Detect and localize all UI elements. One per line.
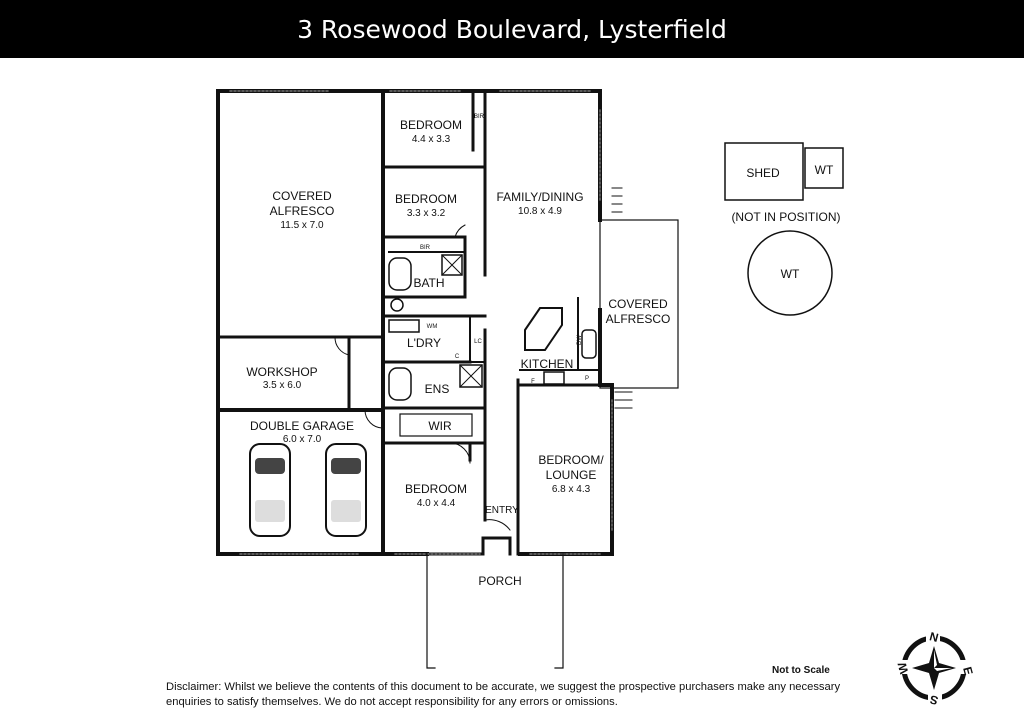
workshop-dims: 3.5 x 6.0 (263, 380, 302, 391)
kitchen-island (524, 307, 563, 351)
alfresco-right-label-2: ALFRESCO (606, 312, 671, 326)
compass-e: E (960, 665, 976, 676)
bath-wall (381, 235, 467, 299)
workshop-label: WORKSHOP (246, 365, 317, 379)
alfresco-left-label-2: ALFRESCO (270, 204, 335, 218)
window-marks (229, 90, 613, 555)
c-label: C (455, 354, 460, 360)
compass-rose-icon: N E S W (895, 629, 976, 708)
p-label: P (585, 376, 589, 382)
wt-small-outline (804, 147, 844, 189)
shed-outline (724, 142, 804, 201)
bedroom-mid-dims: 3.3 x 3.2 (407, 208, 446, 219)
bedroom-top-dims: 4.4 x 3.3 (412, 134, 451, 145)
bath-label: BATH (413, 276, 444, 290)
wm-label: WM (427, 324, 438, 330)
bath-tub (388, 257, 412, 291)
covered-alfresco-right (599, 219, 679, 389)
wt-small-label: WT (815, 163, 834, 177)
bedroom-mid-label: BEDROOM (395, 192, 457, 206)
shower-ens (459, 364, 483, 388)
family-dims: 10.8 x 4.9 (518, 206, 562, 217)
toilet-bath (390, 298, 404, 312)
cooktop (543, 371, 565, 385)
family-label: FAMILY/DINING (496, 190, 583, 204)
garage-label: DOUBLE GARAGE (250, 419, 354, 433)
compass-s: S (928, 692, 939, 708)
bedroom-bottom-dims: 4.0 x 4.4 (417, 498, 456, 509)
outer-wall-east (518, 308, 614, 556)
garage-dims: 6.0 x 7.0 (283, 434, 322, 445)
laundry-tub (388, 319, 420, 333)
wt-round-outline (747, 230, 833, 316)
laundry-label: L'DRY (407, 336, 441, 350)
alfresco-right-label-1: COVERED (608, 297, 668, 311)
steps (611, 187, 633, 409)
bedroom-bottom-label: BEDROOM (405, 482, 467, 496)
car-icon (325, 443, 367, 537)
bir-top-label: BIR (474, 114, 485, 120)
lc-label: LC (474, 339, 482, 345)
bir-mid-label: BIR (420, 245, 431, 251)
not-in-position-label: (NOT IN POSITION) (731, 210, 840, 224)
compass-n: N (928, 629, 940, 645)
entry-recess-wall (425, 536, 512, 556)
shower-cross-top (441, 254, 463, 276)
alfresco-left-dims: 11.5 x 7.0 (280, 220, 324, 231)
porch-outline (426, 553, 564, 669)
shower-cross-ens (459, 364, 483, 388)
wir-shelf (399, 413, 473, 437)
door-arc (449, 442, 471, 464)
compass-w: W (895, 660, 912, 675)
kitchen-label: KITCHEN (521, 357, 574, 371)
ens-bath (388, 367, 412, 401)
entry-door-arc (484, 519, 511, 531)
wir-label: WIR (428, 419, 452, 433)
kitchen-sink (581, 329, 597, 359)
dw-label: DW (577, 335, 583, 345)
wt-round-label: WT (781, 267, 800, 281)
outer-wall-north (216, 89, 602, 222)
door-arc (334, 336, 350, 356)
door-arc (454, 224, 466, 238)
shower-top (441, 254, 463, 276)
lounge-label-2: LOUNGE (546, 468, 597, 482)
lounge-dims: 6.8 x 4.3 (552, 484, 591, 495)
shed-label: SHED (746, 166, 780, 180)
alfresco-left-label-1: COVERED (272, 189, 332, 203)
not-to-scale-note: Not to Scale (772, 665, 830, 676)
property-title-bar: 3 Rosewood Boulevard, Lysterfield (0, 0, 1024, 58)
bedroom-top-label: BEDROOM (400, 118, 462, 132)
disclaimer-text: Disclaimer: Whilst we believe the conten… (166, 681, 841, 708)
lounge-label-1: BEDROOM/ (538, 453, 604, 467)
f-label: F (531, 379, 535, 385)
entry-label: ENTRY (485, 505, 519, 516)
door-arc (364, 409, 384, 429)
porch-label: PORCH (478, 574, 521, 588)
car-icon (249, 443, 291, 537)
property-address-title: 3 Rosewood Boulevard, Lysterfield (297, 14, 727, 44)
ens-label: ENS (425, 382, 450, 396)
